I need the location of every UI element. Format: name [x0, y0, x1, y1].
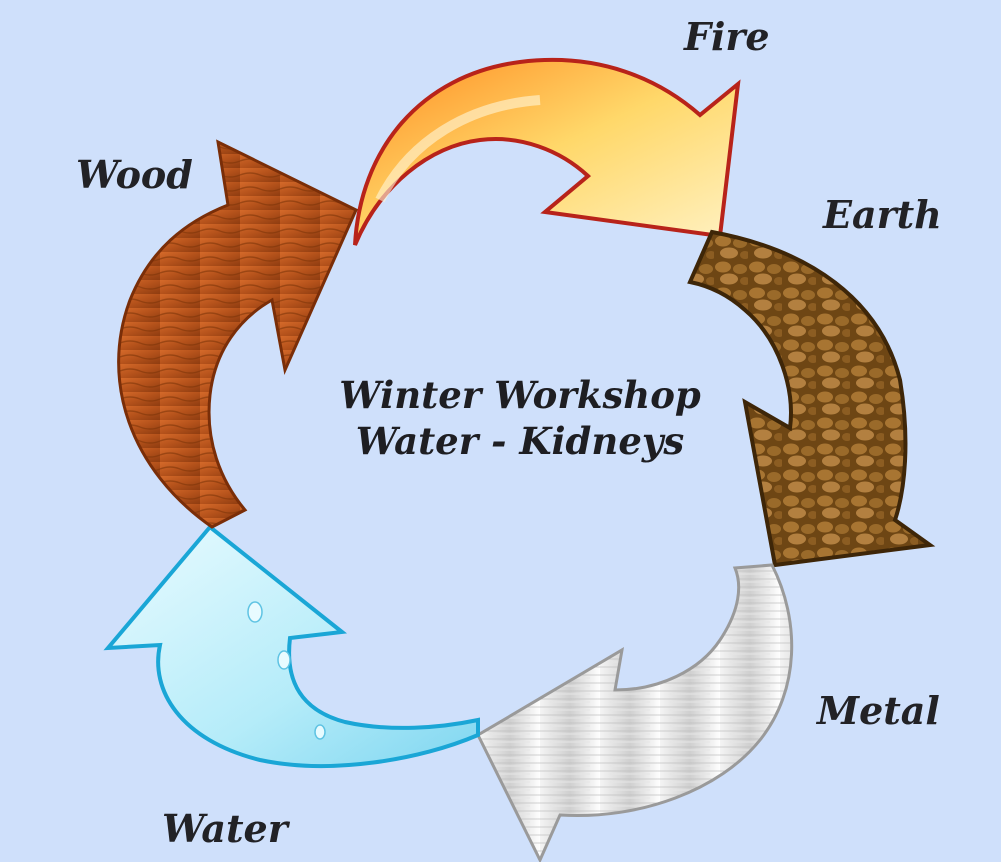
wood-arrow — [119, 142, 356, 527]
metal-arrow — [478, 565, 792, 860]
title-line-2: Water - Kidneys — [300, 418, 740, 464]
earth-label: Earth — [823, 196, 942, 234]
center-title: Winter Workshop Water - Kidneys — [300, 372, 740, 465]
metal-label: Metal — [817, 692, 940, 730]
fire-arrow — [355, 60, 738, 245]
water-label: Water — [162, 810, 288, 848]
title-line-1: Winter Workshop — [300, 372, 740, 418]
water-arrow — [108, 527, 478, 766]
fire-label: Fire — [684, 18, 770, 56]
wood-label: Wood — [76, 156, 193, 194]
